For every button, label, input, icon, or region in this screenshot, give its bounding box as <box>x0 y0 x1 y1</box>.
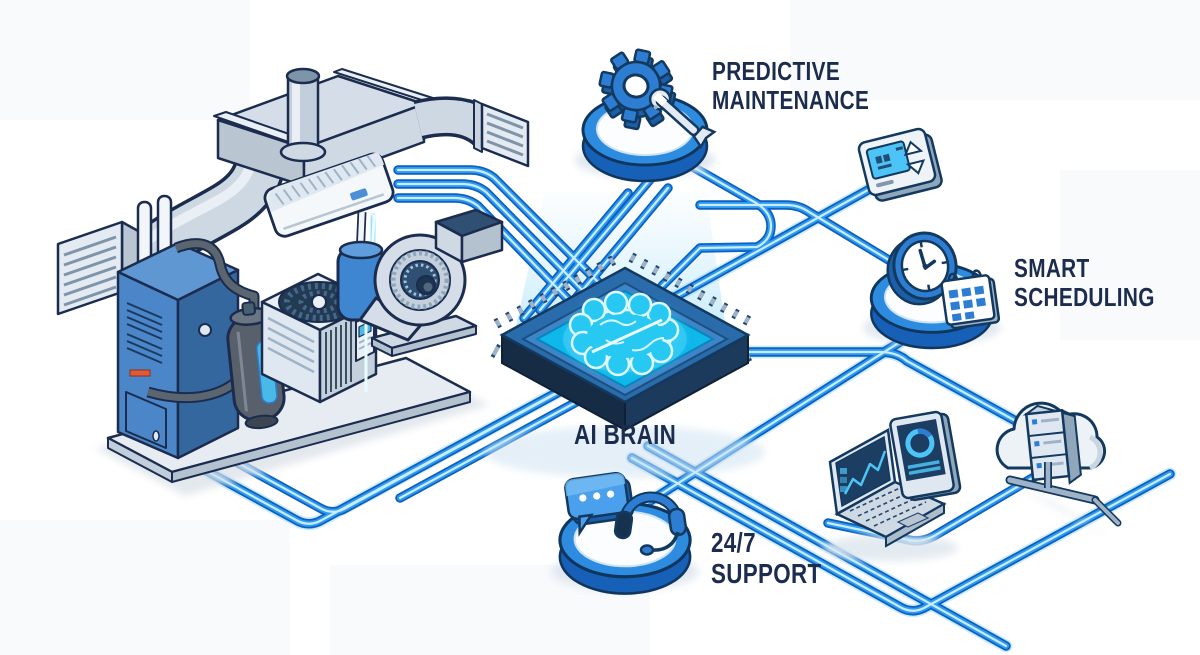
calendar-icon <box>940 269 1001 330</box>
predictive-maintenance-label-line2: MAINTENANCE <box>712 84 870 115</box>
support-platform <box>552 471 699 593</box>
brain-icon <box>568 290 681 377</box>
predictive-maintenance-label: PREDICTIVE MAINTENANCE <box>712 57 869 114</box>
server-connector <box>1005 462 1122 527</box>
hvac-system-illustration <box>56 67 530 496</box>
smart-scheduling-platform <box>863 231 1001 348</box>
ai-brain-label: AI BRAIN <box>574 419 677 451</box>
cloud-server-icon <box>995 401 1122 540</box>
tablet-chart-icon <box>889 410 962 502</box>
furnace-icon <box>116 194 240 460</box>
duct-chimney-icon <box>279 67 327 163</box>
ai-chip-brain-icon <box>485 252 765 478</box>
wrench-icon <box>648 88 717 150</box>
support-label-line2: SUPPORT <box>711 557 822 589</box>
predictive-maintenance-platform <box>575 48 717 181</box>
smart-scheduling-label: SMART SCHEDULING <box>1014 254 1155 311</box>
support-label: 24/7 SUPPORT <box>711 527 822 590</box>
server-icon <box>1022 404 1082 485</box>
clock-icon <box>886 231 958 306</box>
ai-brain-label-line1: AI BRAIN <box>574 419 677 450</box>
mini-split-ac-icon <box>263 152 395 238</box>
chat-bubble-icon <box>564 471 635 537</box>
support-label-line1: 24/7 <box>711 527 756 558</box>
smart-scheduling-label-line1: SMART <box>1014 253 1090 283</box>
line-chart-glyph <box>840 450 887 495</box>
smart-scheduling-label-line2: SCHEDULING <box>1014 281 1155 312</box>
thermostat-icon <box>857 127 943 202</box>
blower-fan-icon <box>358 208 504 357</box>
headset-icon <box>613 491 688 556</box>
predictive-maintenance-label-line1: PREDICTIVE <box>712 56 841 86</box>
duct-right-vent-icon <box>413 96 530 168</box>
